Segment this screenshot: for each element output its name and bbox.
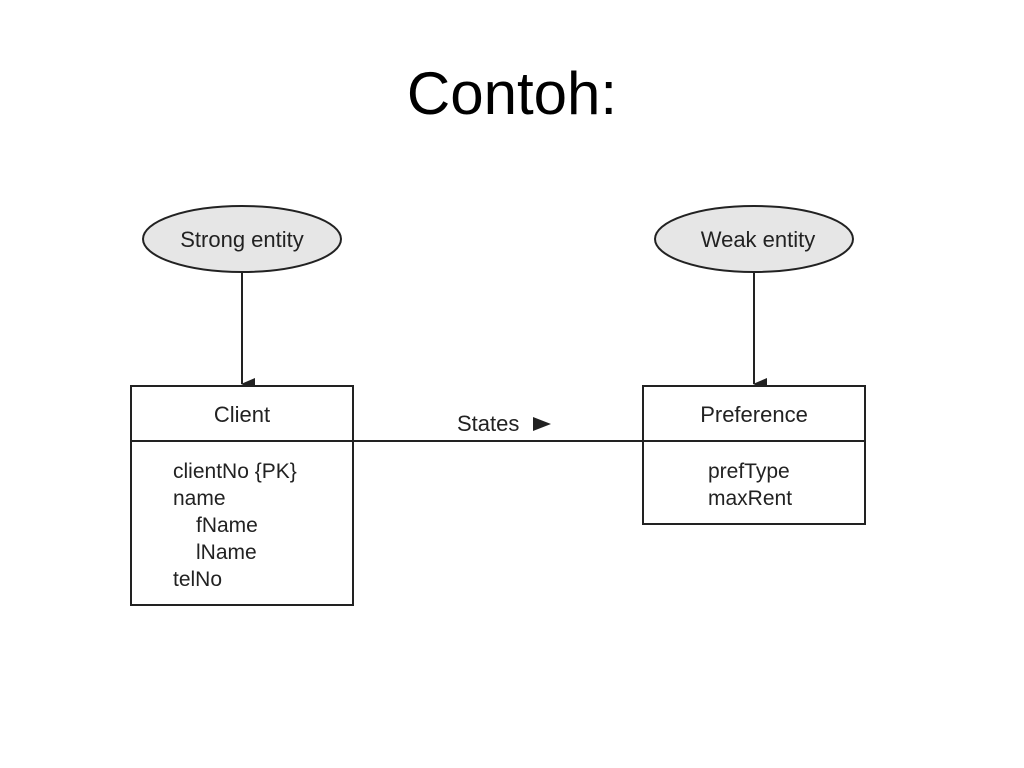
client-attr-telno: telNo [173, 568, 222, 591]
right-triangle-icon [533, 417, 551, 431]
page-title: Contoh: [406, 60, 618, 127]
preference-entity-name: Preference [700, 402, 808, 427]
client-entity: Client clientNo {PK} name fName lName te… [130, 385, 354, 606]
weak-entity-label: Weak entity [701, 227, 816, 252]
client-attr-name: name [173, 487, 226, 510]
states-relationship-label: States [457, 411, 519, 436]
client-entity-box [130, 385, 354, 606]
client-attr-clientno: clientNo {PK} [173, 460, 297, 483]
client-attr-lname: lName [196, 541, 257, 564]
preference-attr-preftype: prefType [708, 460, 790, 483]
preference-attr-maxrent: maxRent [708, 487, 792, 510]
client-entity-name: Client [214, 402, 270, 427]
strong-entity-callout: Strong entity [142, 205, 342, 273]
client-attr-fname: fName [196, 514, 258, 537]
preference-entity: Preference prefType maxRent [642, 385, 866, 525]
weak-entity-callout: Weak entity [654, 205, 854, 273]
strong-entity-label: Strong entity [180, 227, 304, 252]
preference-entity-box [642, 385, 866, 525]
